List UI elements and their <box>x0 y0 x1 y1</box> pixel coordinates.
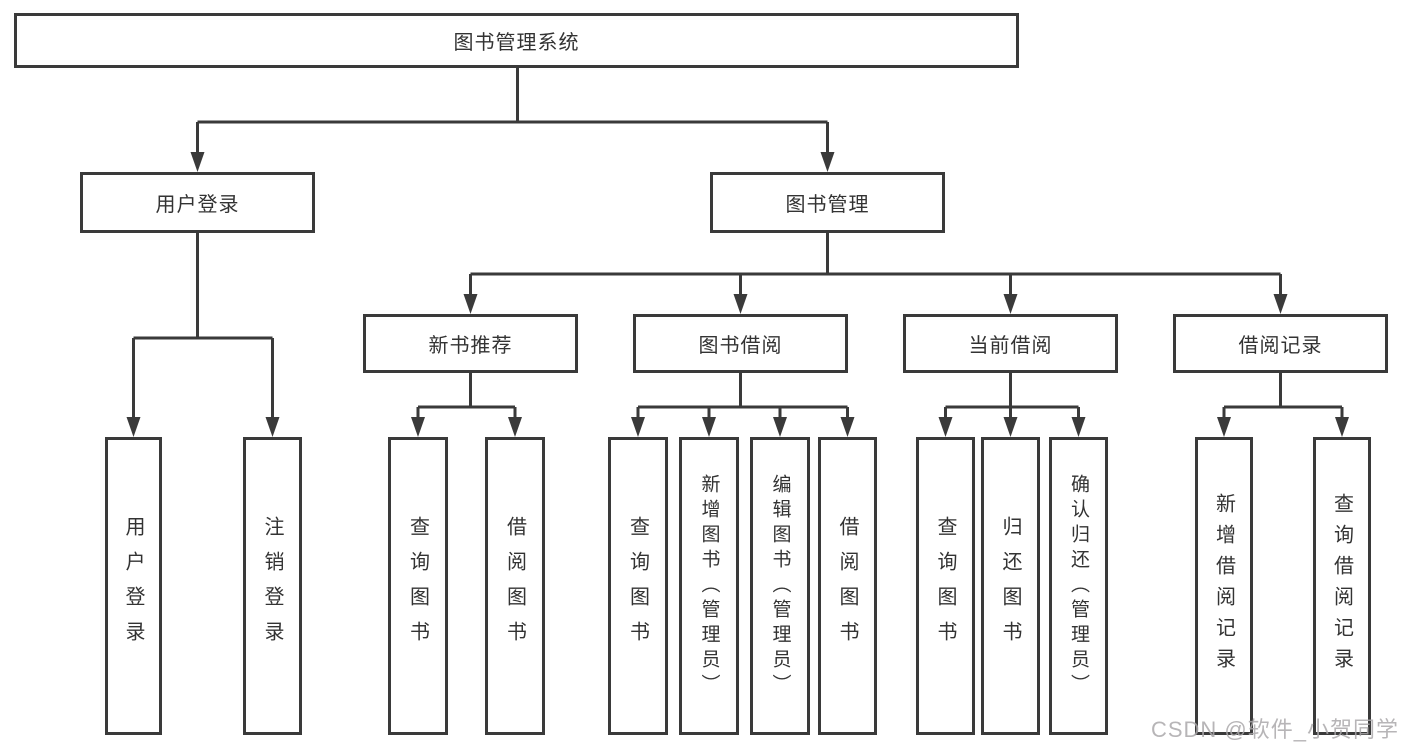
connector-new-book-rec-children <box>411 373 522 437</box>
arrowhead <box>190 152 205 172</box>
leaf-return-books: 归还图书 <box>981 437 1040 735</box>
node-borrow-records: 借阅记录 <box>1173 314 1388 373</box>
node-current-borrow: 当前借阅 <box>903 314 1118 373</box>
arrowhead <box>411 417 425 437</box>
leaf-query-borrow-record: 查询借阅记录 <box>1313 437 1371 735</box>
arrowhead <box>1071 417 1086 437</box>
arrowhead <box>265 417 280 437</box>
arrowhead <box>126 417 141 437</box>
arrowhead <box>1217 417 1231 437</box>
connector-book-mgmt-children <box>463 233 1288 314</box>
leaf-add-book-admin: 新增图书（管理员） <box>679 437 739 735</box>
leaf-query-books-current: 查询图书 <box>916 437 975 735</box>
leaf-add-borrow-record: 新增借阅记录 <box>1195 437 1253 735</box>
arrowhead <box>463 294 478 314</box>
arrowhead <box>733 294 748 314</box>
csdn-watermark: CSDN @软件_小贺同学 <box>1150 717 1399 742</box>
arrowhead <box>1003 294 1018 314</box>
node-book-borrow: 图书借阅 <box>633 314 848 373</box>
arrowhead <box>1003 417 1018 437</box>
arrowhead <box>702 417 716 437</box>
leaf-confirm-return-admin: 确认归还（管理员） <box>1049 437 1108 735</box>
node-new-book-recommend: 新书推荐 <box>363 314 578 373</box>
leaf-query-books-borrow: 查询图书 <box>608 437 668 735</box>
leaf-user-login: 用户登录 <box>105 437 162 735</box>
leaf-query-books-recommend: 查询图书 <box>388 437 448 735</box>
arrowhead <box>631 417 645 437</box>
node-book-management: 图书管理 <box>710 172 945 233</box>
leaf-borrow-books-recommend: 借阅图书 <box>485 437 545 735</box>
arrowhead <box>773 417 787 437</box>
connector-borrow-records-children <box>1217 373 1349 437</box>
arrowhead <box>840 417 855 437</box>
arrowhead <box>508 417 522 437</box>
connector-user-login-children <box>126 233 280 437</box>
leaf-borrow-books: 借阅图书 <box>818 437 877 735</box>
arrowhead <box>938 417 953 437</box>
leaf-logout: 注销登录 <box>243 437 302 735</box>
connector-root-to-level2 <box>190 68 835 172</box>
arrowhead <box>1335 417 1349 437</box>
leaf-edit-book-admin: 编辑图书（管理员） <box>750 437 810 735</box>
connector-book-borrow-children <box>631 373 855 437</box>
node-root: 图书管理系统 <box>14 13 1019 68</box>
node-user-login: 用户登录 <box>80 172 315 233</box>
connector-current-borrow-children <box>938 373 1086 437</box>
arrowhead <box>1273 294 1288 314</box>
arrowhead <box>820 152 835 172</box>
